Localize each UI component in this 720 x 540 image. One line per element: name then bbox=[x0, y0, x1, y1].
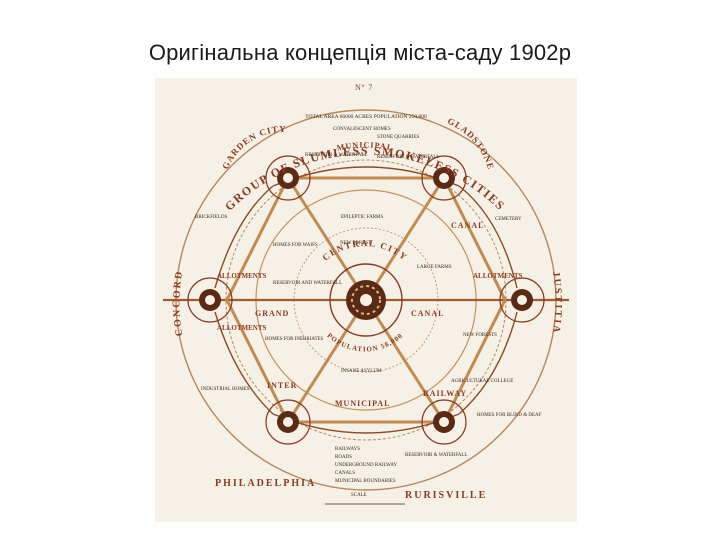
diagram-subheading: TOTAL AREA 66000 ACRES POPULATION 250,00… bbox=[305, 114, 427, 120]
label-allotments-1: ALLOTMENTS bbox=[217, 272, 267, 280]
city-concord bbox=[187, 277, 233, 323]
city-garden-city bbox=[265, 155, 311, 201]
label-concord: CONCORD bbox=[172, 269, 186, 337]
diagram-svg: Nº 7 GROUP OF SLUMLESS SMOKELESS CITIES … bbox=[163, 83, 569, 505]
label-agricultural-college: AGRICULTURAL COLLEGE bbox=[451, 379, 513, 384]
label-gladstone: GLADSTONE bbox=[446, 116, 496, 172]
label-philadelphia: PHILADELPHIA bbox=[215, 478, 316, 489]
label-allotments-2: ALLOTMENTS bbox=[217, 324, 267, 332]
label-stone-quarries: STONE QUARRIES bbox=[377, 135, 419, 140]
label-reservoir-1: RESERVOIR & WATERFALL bbox=[305, 153, 367, 158]
label-canal-upper: CANAL bbox=[451, 221, 484, 230]
legend-scale: SCALE bbox=[351, 493, 367, 498]
legend-boundaries: MUNICIPAL BOUNDARIES bbox=[335, 479, 396, 484]
label-central-population: POPULATION 58,000 bbox=[325, 331, 404, 353]
label-homes-for-waifs: HOMES FOR WAIFS bbox=[273, 243, 318, 248]
garden-city-diagram: Nº 7 GROUP OF SLUMLESS SMOKELESS CITIES … bbox=[155, 78, 577, 522]
label-justitia: JUSTITIA bbox=[550, 271, 564, 335]
slide-title: Оригінальна концепція міста-саду 1902р bbox=[148, 40, 572, 65]
label-epileptic-farms: EPILEPTIC FARMS bbox=[341, 215, 383, 220]
label-railway: RAILWAY bbox=[423, 389, 467, 398]
label-industrial-homes: INDUSTRIAL HOMES bbox=[201, 387, 250, 392]
label-inter: INTER bbox=[267, 381, 297, 390]
city-rurisville bbox=[421, 399, 467, 445]
legend-railways: RAILWAYS bbox=[335, 447, 360, 452]
label-homes-blind-deaf: HOMES FOR BLIND & DEAF bbox=[477, 413, 542, 418]
label-cemetery: CEMETERY bbox=[495, 217, 522, 222]
label-allotments-3: ALLOTMENTS bbox=[473, 272, 523, 280]
city-philadelphia bbox=[265, 399, 311, 445]
label-large-farms: LARGE FARMS bbox=[417, 265, 452, 270]
label-homes-for-inebriates: HOMES FOR INEBRIATES bbox=[265, 337, 324, 342]
label-new-forest: NEW FOREST bbox=[340, 241, 371, 246]
central-city bbox=[329, 263, 403, 337]
label-rurisville: RURISVILLE bbox=[405, 490, 487, 501]
diagram-number: Nº 7 bbox=[355, 83, 373, 92]
label-municipal-bottom: MUNICIPAL bbox=[335, 399, 391, 408]
label-brickfields: BRICKFIELDS bbox=[195, 215, 227, 220]
label-new-forests: NEW FORESTS bbox=[463, 333, 497, 338]
city-gladstone bbox=[421, 155, 467, 201]
label-convalescent-homes: CONVALESCENT HOMES bbox=[333, 127, 391, 132]
legend-underground: UNDERGROUND RAILWAY bbox=[335, 463, 397, 468]
city-justitia bbox=[499, 277, 545, 323]
label-municipal-top: MUNICIPAL bbox=[336, 140, 394, 152]
label-insane-asylum: INSANE ASYLUM bbox=[341, 369, 382, 374]
label-grand: GRAND bbox=[255, 309, 289, 318]
institution-labels: CONVALESCENT HOMES STONE QUARRIES RESERV… bbox=[195, 127, 542, 458]
label-reservoir-2: RESERVOIR & WATERFALL bbox=[377, 155, 439, 160]
legend-roads: ROADS bbox=[335, 455, 352, 460]
label-reservoir-central: RESERVOIR AND WATERFALL bbox=[273, 281, 342, 286]
legend-canals: CANALS bbox=[335, 471, 355, 476]
map-legend: RAILWAYS ROADS UNDERGROUND RAILWAY CANAL… bbox=[325, 447, 405, 505]
label-reservoir-bottom: RESERVOIR & WATERFALL bbox=[405, 453, 467, 458]
label-canal-right: CANAL bbox=[411, 309, 444, 318]
